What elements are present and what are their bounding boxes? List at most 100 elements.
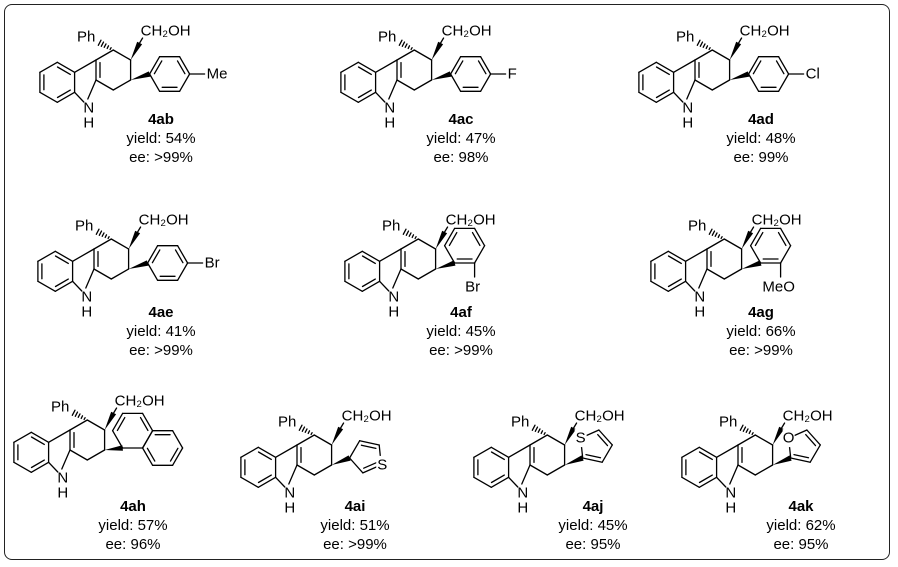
- substituent-4ae: Br: [205, 255, 220, 272]
- yield-value: yield: 57%: [98, 517, 168, 534]
- ee-value: ee: >99%: [323, 536, 387, 553]
- ch2oh-label: CH₂OH: [342, 408, 392, 425]
- caption-4aj: 4aj yield: 45% ee: 95%: [513, 497, 673, 554]
- ee-value: ee: >99%: [429, 342, 493, 359]
- caption-4ah: 4ah yield: 57% ee: 96%: [53, 497, 213, 554]
- phenyl-label: Ph: [719, 414, 737, 431]
- nitrogen-label: N: [725, 485, 736, 502]
- phenyl-label: Ph: [75, 218, 93, 235]
- compound-id: 4ag: [748, 304, 774, 321]
- scheme-frame: [4, 4, 890, 560]
- structure-4ae: NH Ph CH₂OH Br: [37, 212, 220, 321]
- ee-value: ee: 99%: [733, 149, 789, 166]
- structure-4af: NH Ph CH₂OH Br: [344, 212, 496, 321]
- heteroatom-label: O: [783, 430, 795, 447]
- compound-id: 4ad: [748, 111, 774, 128]
- nitrogen-label: N: [694, 289, 705, 306]
- nitrogen-label: N: [57, 470, 68, 487]
- compound-id: 4ac: [448, 111, 474, 128]
- compound-id: 4ae: [148, 304, 174, 321]
- caption-4af: 4af yield: 45% ee: >99%: [381, 303, 541, 360]
- yield-value: yield: 41%: [126, 323, 196, 340]
- compound-id: 4ak: [788, 498, 814, 515]
- ch2oh-label: CH₂OH: [740, 23, 790, 40]
- ee-value: ee: >99%: [729, 342, 793, 359]
- structure-4ab: NH Ph CH₂OH Me: [39, 23, 228, 132]
- ch2oh-label: CH₂OH: [442, 23, 492, 40]
- nitrogen-label: N: [682, 100, 693, 117]
- compound-id: 4ai: [344, 498, 366, 515]
- compound-id: 4af: [450, 304, 472, 321]
- caption-4ai: 4ai yield: 51% ee: >99%: [275, 497, 435, 554]
- compound-id: 4ah: [120, 498, 146, 515]
- yield-value: yield: 51%: [320, 517, 390, 534]
- ee-value: ee: 96%: [105, 536, 161, 553]
- structure-4aj: NH Ph CH₂OH S: [473, 408, 625, 517]
- structure-4ad: NH Ph CH₂OH Cl: [638, 23, 820, 132]
- structure-4ai: NH Ph CH₂OH S: [240, 408, 392, 517]
- ee-value: ee: 95%: [565, 536, 621, 553]
- ch2oh-label: CH₂OH: [783, 408, 833, 425]
- hydrogen-label: H: [388, 304, 399, 321]
- hydrogen-label: H: [57, 485, 68, 502]
- compound-id: 4aj: [582, 498, 604, 515]
- caption-4ab: 4ab yield: 54% ee: >99%: [81, 110, 241, 167]
- hydrogen-label: H: [725, 500, 736, 517]
- structure-4ah: NH Ph CH₂OH: [13, 393, 184, 502]
- yield-value: yield: 54%: [126, 130, 196, 147]
- nitrogen-label: N: [517, 485, 528, 502]
- phenyl-label: Ph: [511, 414, 529, 431]
- caption-4ak: 4ak yield: 62% ee: 95%: [721, 497, 881, 554]
- phenyl-label: Ph: [688, 218, 706, 235]
- hydrogen-label: H: [284, 500, 295, 517]
- ee-value: ee: >99%: [129, 149, 193, 166]
- phenyl-label: Ph: [382, 218, 400, 235]
- heteroatom-label: S: [576, 430, 586, 447]
- ee-value: ee: 95%: [773, 536, 829, 553]
- yield-value: yield: 62%: [766, 517, 836, 534]
- caption-4ae: 4ae yield: 41% ee: >99%: [81, 303, 241, 360]
- yield-value: yield: 66%: [726, 323, 796, 340]
- substituent-4af: Br: [465, 279, 480, 296]
- phenyl-label: Ph: [77, 29, 95, 46]
- hydrogen-label: H: [81, 304, 92, 321]
- phenyl-label: Ph: [676, 29, 694, 46]
- structure-4ac: NH Ph CH₂OH F: [340, 23, 517, 132]
- hydrogen-label: H: [83, 115, 94, 132]
- heteroatom-label: S: [377, 456, 387, 473]
- yield-value: yield: 47%: [426, 130, 496, 147]
- nitrogen-label: N: [384, 100, 395, 117]
- substituent-4ab: Me: [207, 66, 228, 83]
- structure-4ag: NH Ph CH₂OH MeO: [650, 212, 802, 321]
- substituent-4ag: MeO: [762, 279, 795, 296]
- caption-4ac: 4ac yield: 47% ee: 98%: [381, 110, 541, 167]
- caption-4ad: 4ad yield: 48% ee: 99%: [681, 110, 841, 167]
- nitrogen-label: N: [81, 289, 92, 306]
- ch2oh-label: CH₂OH: [115, 393, 165, 410]
- ch2oh-label: CH₂OH: [139, 212, 189, 229]
- ch2oh-label: CH₂OH: [575, 408, 625, 425]
- nitrogen-label: N: [83, 100, 94, 117]
- nitrogen-label: N: [388, 289, 399, 306]
- caption-4ag: 4ag yield: 66% ee: >99%: [681, 303, 841, 360]
- ee-value: ee: 98%: [433, 149, 489, 166]
- ee-value: ee: >99%: [129, 342, 193, 359]
- compound-id: 4ab: [148, 111, 174, 128]
- yield-value: yield: 48%: [726, 130, 796, 147]
- substituent-4ac: F: [508, 66, 517, 83]
- hydrogen-label: H: [517, 500, 528, 517]
- ch2oh-label: CH₂OH: [446, 212, 496, 229]
- phenyl-label: Ph: [378, 29, 396, 46]
- hydrogen-label: H: [694, 304, 705, 321]
- structure-4ak: NH Ph CH₂OH O: [681, 408, 833, 517]
- ch2oh-label: CH₂OH: [752, 212, 802, 229]
- phenyl-label: Ph: [51, 399, 69, 416]
- phenyl-label: Ph: [278, 414, 296, 431]
- ch2oh-label: CH₂OH: [141, 23, 191, 40]
- hydrogen-label: H: [682, 115, 693, 132]
- hydrogen-label: H: [384, 115, 395, 132]
- substituent-4ad: Cl: [806, 66, 820, 83]
- nitrogen-label: N: [284, 485, 295, 502]
- yield-value: yield: 45%: [558, 517, 628, 534]
